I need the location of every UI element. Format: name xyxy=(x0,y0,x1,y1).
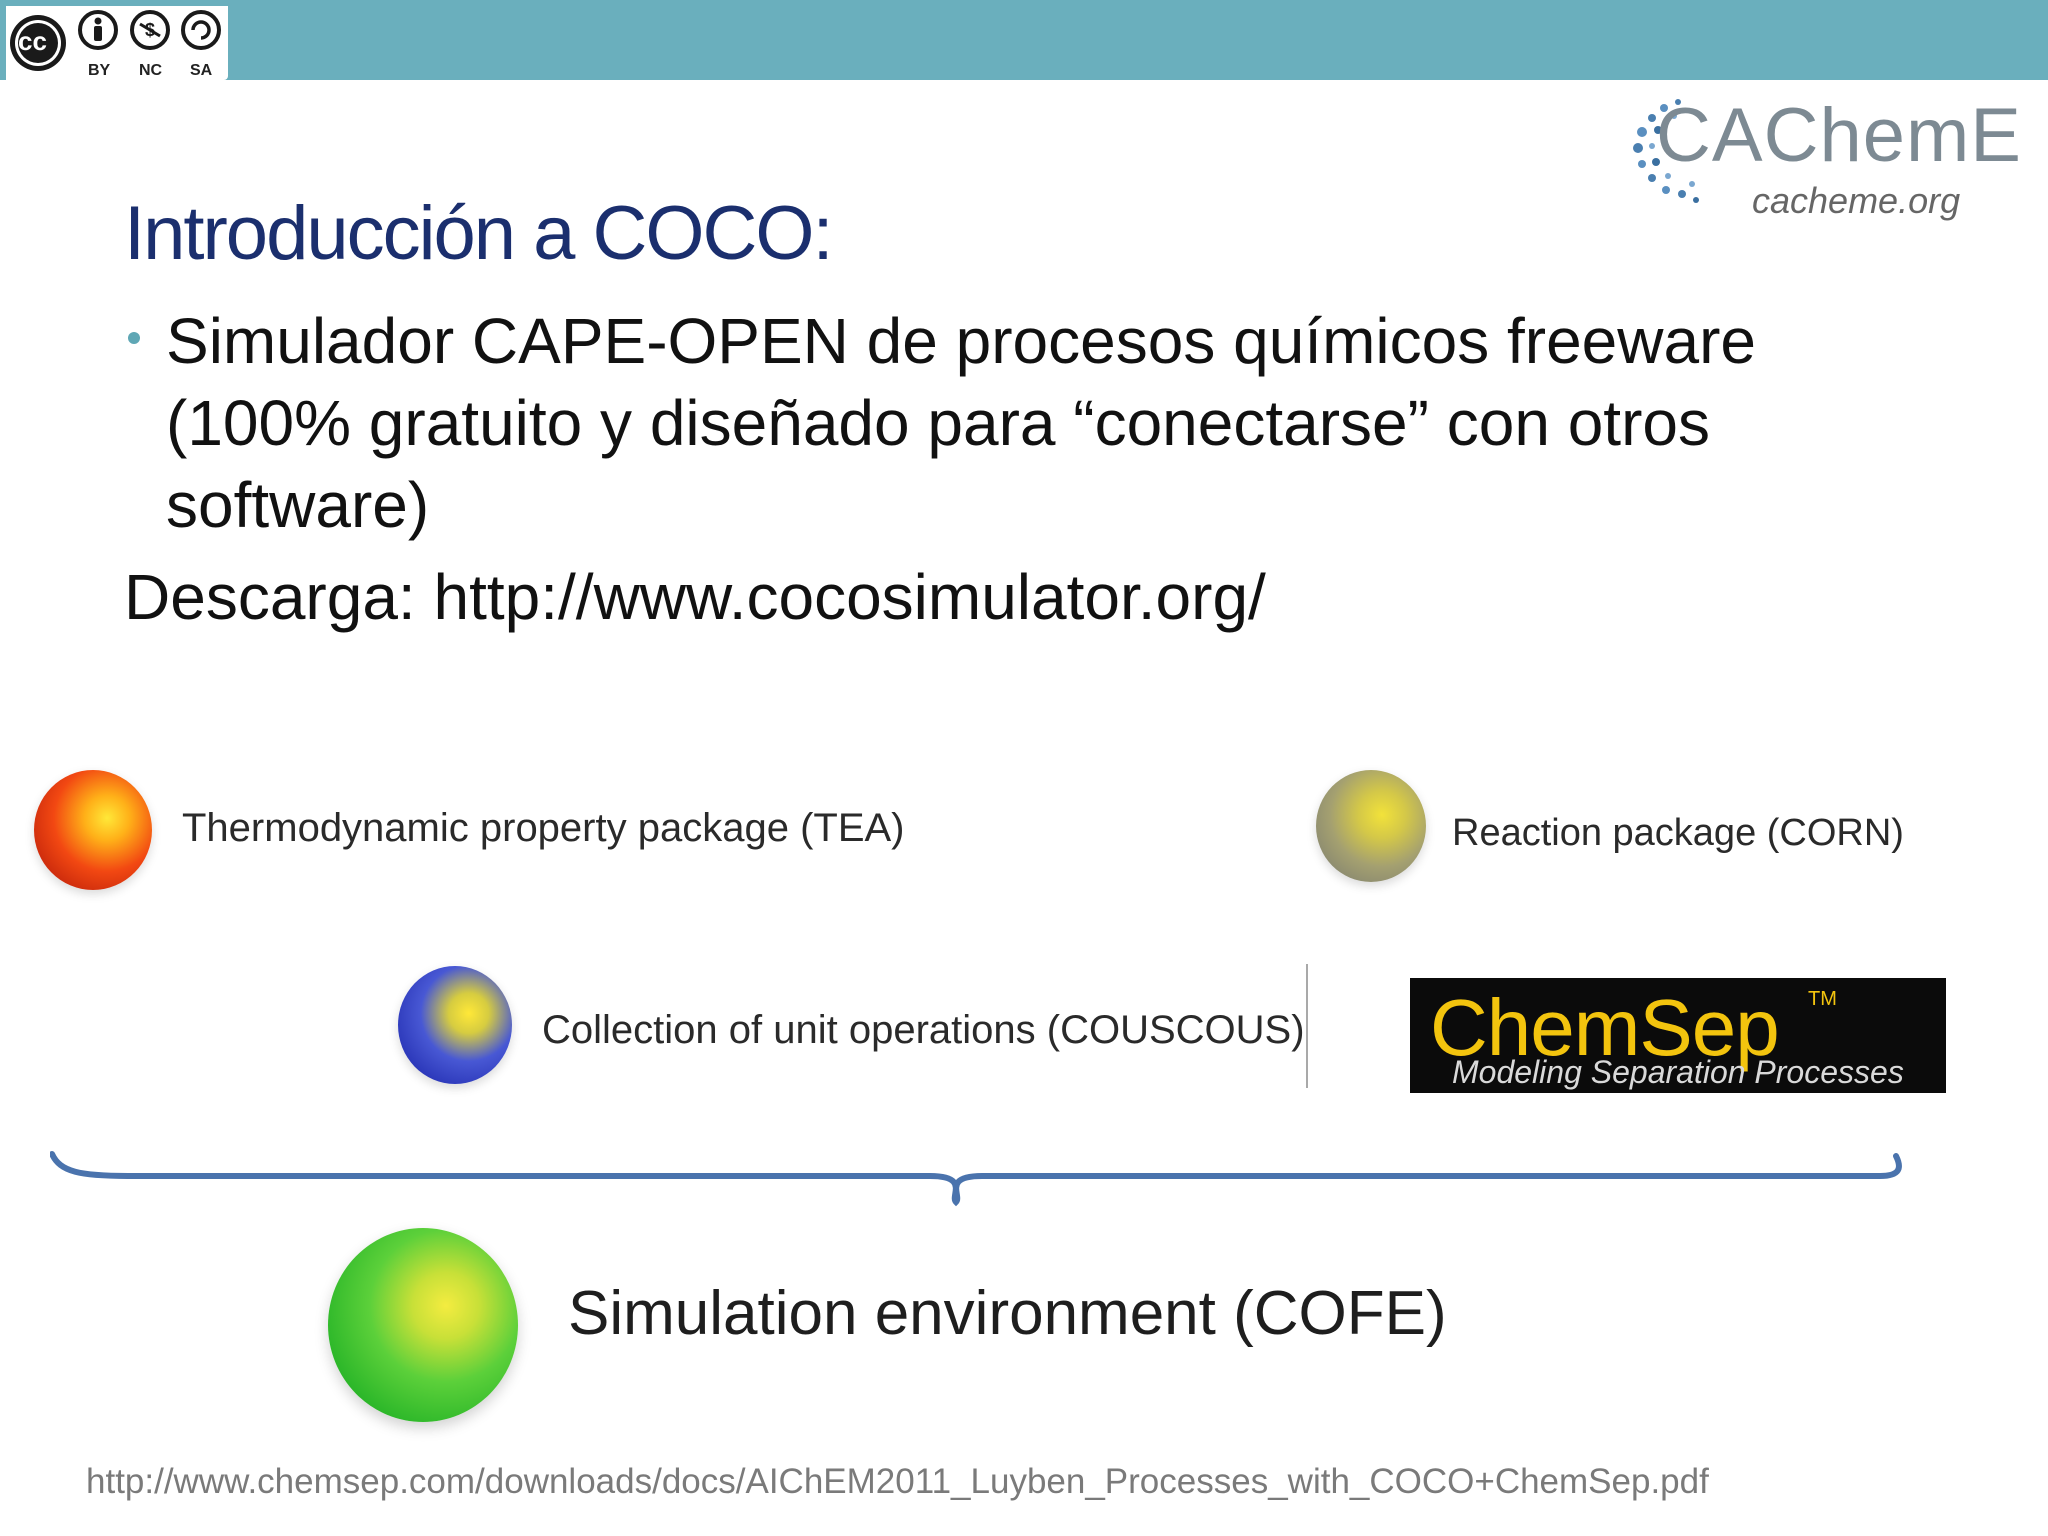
creative-commons-badge: $ cc BY NC SA xyxy=(6,6,228,80)
cc-text: cc xyxy=(18,26,47,56)
bullet-dot-icon xyxy=(128,332,140,344)
corn-label: Reaction package (CORN) xyxy=(1452,812,1904,854)
cc-nc-label: NC xyxy=(139,62,163,79)
header-bar xyxy=(0,0,2048,80)
cofe-label: Simulation environment (COFE) xyxy=(568,1279,1447,1348)
logo-url: cacheme.org xyxy=(1752,180,1961,221)
divider-line xyxy=(1306,964,1308,1088)
cc-by-label: BY xyxy=(88,62,111,79)
cacheme-logo: CAChemE cacheme.org xyxy=(1630,92,2021,232)
cofe-sphere-icon xyxy=(328,1228,518,1422)
logo-name: CAChemE xyxy=(1656,93,2022,178)
couscous-sphere-icon xyxy=(398,966,512,1084)
svg-text:$: $ xyxy=(145,20,155,40)
curly-brace-icon xyxy=(50,1151,1902,1207)
corn-sphere-icon xyxy=(1316,770,1426,882)
cc-license-icons: $ xyxy=(10,10,221,71)
chemsep-tagline: Modeling Separation Processes xyxy=(1452,1054,1904,1090)
cacheme-dots-icon xyxy=(1633,99,1699,203)
download-line: Descarga: http://www.cocosimulator.org/ xyxy=(124,561,1266,633)
source-citation: http://www.chemsep.com/downloads/docs/AI… xyxy=(86,1462,1709,1501)
tea-sphere-icon xyxy=(34,770,152,890)
cc-sa-label: SA xyxy=(190,62,213,79)
slide-title: Introducción a COCO: xyxy=(124,191,834,276)
chemsep-name: ChemSep xyxy=(1430,983,1780,1072)
bullet-text: Simulador CAPE-OPEN de procesos químicos… xyxy=(166,305,1756,541)
tea-label: Thermodynamic property package (TEA) xyxy=(182,806,905,850)
chemsep-logo: ChemSep TM Modeling Separation Processes xyxy=(1410,978,1946,1093)
couscous-label: Collection of unit operations (COUSCOUS) xyxy=(542,1008,1305,1052)
chemsep-tm: TM xyxy=(1808,988,1837,1010)
